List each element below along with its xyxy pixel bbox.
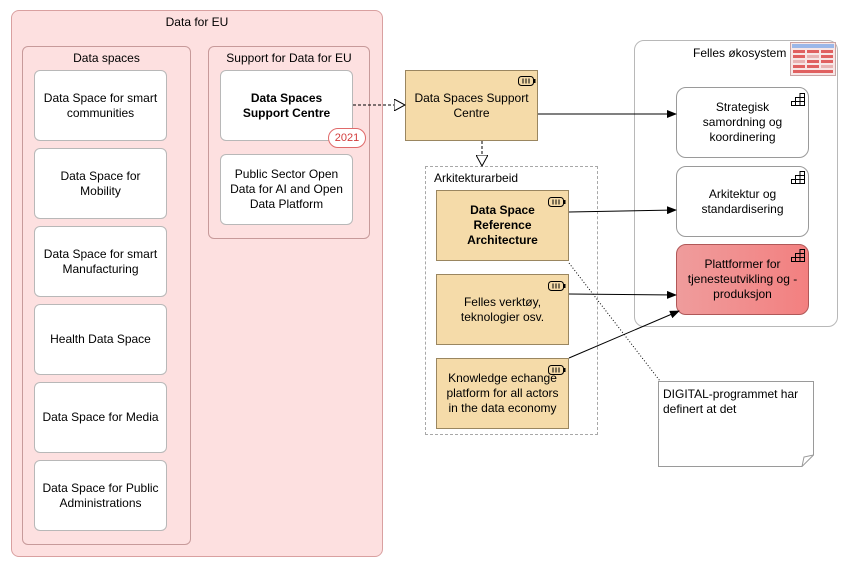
note: DIGITAL-programmet har definert at det — [658, 381, 814, 467]
felles-title: Felles økosystem — [693, 46, 787, 60]
link-verktoy-to-plattformer — [568, 290, 677, 299]
reference-architecture[interactable]: Data Space Reference Architecture — [436, 190, 569, 261]
service-icon — [518, 76, 536, 86]
public-sector-open-data-card[interactable]: Public Sector Open Data for AI and Open … — [220, 154, 353, 225]
note-shape — [658, 381, 814, 467]
note-association — [568, 262, 661, 382]
capability-icon — [791, 93, 805, 106]
arkitektur-standardisering[interactable]: Arkitektur og standardisering — [676, 166, 809, 237]
data-space-smart-manufacturing[interactable]: Data Space for smart Manufacturing — [34, 226, 167, 297]
data-space-mobility[interactable]: Data Space for Mobility — [34, 148, 167, 219]
data-space-media[interactable]: Data Space for Media — [34, 382, 167, 453]
health-data-space[interactable]: Health Data Space — [34, 304, 167, 375]
link-reference-to-standardisering — [568, 206, 677, 215]
service-support-centre[interactable]: Data Spaces Support Centre — [405, 70, 538, 141]
plattformer-tjenesteutvikling[interactable]: Plattformer for tjenesteutvikling og -pr… — [676, 244, 809, 315]
service-icon — [548, 281, 566, 291]
arkitektur-title: Arkitekturarbeid — [434, 171, 519, 185]
felles-verktoy[interactable]: Felles verktøy, teknologier osv. — [436, 274, 569, 345]
year-badge: 2021 — [328, 128, 366, 148]
service-icon — [548, 197, 566, 207]
support-title: Support for Data for EU — [226, 51, 352, 65]
ecosystem-thumbnail-icon — [790, 42, 836, 76]
note-text: DIGITAL-programmet har definert at det — [663, 387, 799, 416]
strategisk-samordning[interactable]: Strategisk samordning og koordinering — [676, 87, 809, 158]
capability-icon — [791, 171, 805, 184]
knowledge-exchange-platform[interactable]: Knowledge echange platform for all actor… — [436, 358, 569, 429]
data-space-smart-communities[interactable]: Data Space for smart communities — [34, 70, 167, 141]
data-for-eu-title: Data for EU — [165, 15, 229, 29]
service-icon — [548, 365, 566, 375]
data-space-public-administrations[interactable]: Data Space for Public Administrations — [34, 460, 167, 531]
data-spaces-title: Data spaces — [73, 51, 140, 65]
capability-icon — [791, 249, 805, 262]
